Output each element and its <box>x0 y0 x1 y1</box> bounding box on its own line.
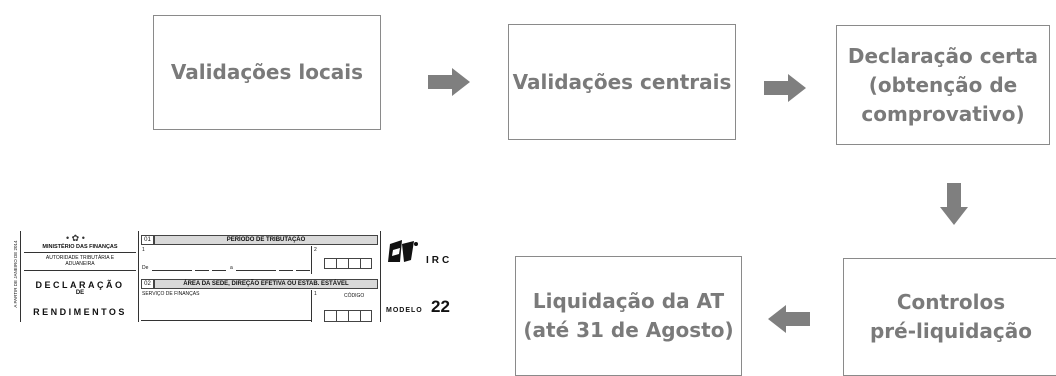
irc-form-thumbnail: A PARTIR DE JANEIRO DE 2014 • ✿ • MINIST… <box>8 231 466 322</box>
step-at-liquidation-line1: Liquidação da AT <box>532 289 725 313</box>
coat-of-arms-icon: • ✿ • <box>66 233 85 243</box>
step-correct-declaration-line1: Declaração certa <box>847 43 1039 68</box>
form-model-label: MODELO <box>386 307 423 314</box>
step-pre-liquidation-line1: Controlos <box>896 290 1006 314</box>
code-label: CÓDIGO <box>344 293 365 299</box>
step-central-validations: Validações centrais <box>508 24 736 140</box>
field2-boxes <box>324 258 372 269</box>
form-tax-label: IRC <box>426 255 453 266</box>
field1-number: 1 <box>142 247 145 253</box>
step-local-validations: Validações locais <box>153 15 381 130</box>
form-declaration-line2: DE <box>75 290 85 296</box>
form-declaration-line3: RENDIMENTOS <box>33 307 127 317</box>
arrow-right-icon <box>428 68 470 96</box>
arrow-left-icon <box>768 305 810 333</box>
step-pre-liquidation-line2: pré-liquidação <box>869 319 1033 343</box>
code-boxes <box>324 310 372 322</box>
form-side-text: A PARTIR DE JANEIRO DE 2014 <box>13 240 18 308</box>
date-to-label: a <box>230 265 233 271</box>
arrow-right-icon <box>764 74 806 102</box>
step-pre-liquidation-controls: Controlos pré-liquidação <box>843 258 1056 376</box>
arrow-down-icon <box>940 183 968 225</box>
form-authority-line2: ADUANEIRA <box>65 261 95 267</box>
step-central-validations-label: Validações centrais <box>512 69 732 94</box>
section1-number: 01 <box>141 235 154 245</box>
form-ministry: MINISTÉRIO DAS FINANÇAS <box>42 244 118 250</box>
step-correct-declaration-line2: (obtenção de <box>868 72 1018 97</box>
form-declaration-line1: DECLARAÇÃO <box>35 280 125 290</box>
date-from-label: De <box>142 265 149 271</box>
step-local-validations-label: Validações locais <box>170 60 364 84</box>
step-correct-declaration: Declaração certa (obtenção de comprovati… <box>836 25 1050 145</box>
at-logo-icon <box>388 240 418 262</box>
section2-title: ÁREA DA SEDE, DIREÇÃO EFETIVA OU ESTAB. … <box>154 279 378 289</box>
field2-number: 2 <box>314 247 317 253</box>
code-field-number: 1 <box>314 291 317 297</box>
section2-number: 02 <box>141 279 154 289</box>
form-model-number: 22 <box>431 297 450 316</box>
tax-office-label: SERVIÇO DE FINANÇAS <box>142 291 200 297</box>
form-authority-line1: AUTORIDADE TRIBUTÁRIA E <box>45 255 115 261</box>
step-correct-declaration-line3: comprovativo) <box>861 101 1025 126</box>
step-at-liquidation: Liquidação da AT (até 31 de Agosto) <box>515 256 742 376</box>
section1-title: PERÍODO DE TRIBUTAÇÃO <box>154 235 378 245</box>
step-at-liquidation-line2: (até 31 de Agosto) <box>523 318 734 342</box>
